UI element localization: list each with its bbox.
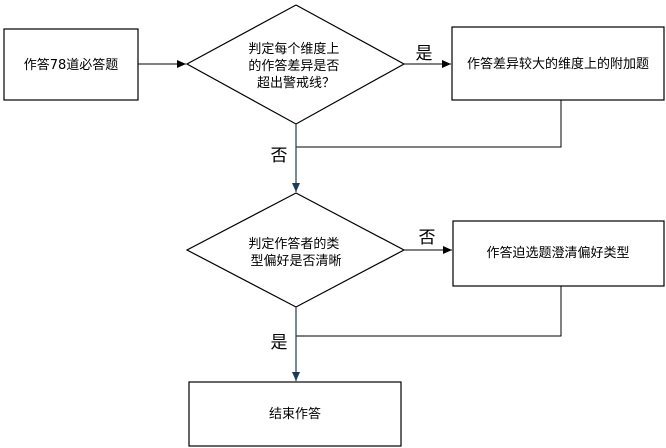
decision-check-dimensions-line2: 的作答差异是否: [248, 58, 339, 74]
decision-check-preference-line1: 判定作答者的类: [248, 236, 339, 252]
edge-label-dims-no: 否: [271, 146, 288, 166]
node-forced-choice-label: 作答迫选题澄清偏好类型: [486, 245, 629, 261]
node-forced-choice: 作答迫选题澄清偏好类型: [452, 220, 665, 287]
decision-check-dimensions-line1: 判定每个维度上: [248, 41, 339, 57]
svg-text:判定每个维度上 的作答差异是否 超出: 判定每个维度上 的作答差异是否 超出警戒线？: [248, 41, 343, 91]
decision-check-preference: 判定作答者的类 型偏好是否清晰: [185, 192, 406, 308]
node-answer-required-label: 作答78道必答题: [24, 57, 119, 73]
edge-label-pref-yes: 是: [271, 333, 288, 353]
svg-text:判定作答者的类 型偏好是否清晰: 判定作答者的类 型偏好是否清晰: [248, 236, 343, 269]
node-answer-required: 作答78道必答题: [3, 28, 139, 101]
decision-check-dimensions: 判定每个维度上 的作答差异是否 超出警戒线？: [185, 4, 406, 125]
node-end: 结束作答: [188, 381, 402, 447]
node-extra-questions-label: 作答差异较大的维度上的附加题: [467, 56, 649, 72]
edge-forced-return: [296, 286, 562, 337]
edge-extra-return: [296, 100, 562, 148]
decision-check-dimensions-line3: 超出警戒线？: [257, 75, 335, 91]
decision-check-preference-line2: 型偏好是否清晰: [250, 254, 341, 269]
node-extra-questions: 作答差异较大的维度上的附加题: [451, 26, 665, 101]
edge-label-dims-yes: 是: [416, 44, 433, 64]
edge-label-pref-no: 否: [419, 228, 436, 248]
node-end-label: 结束作答: [269, 406, 321, 422]
